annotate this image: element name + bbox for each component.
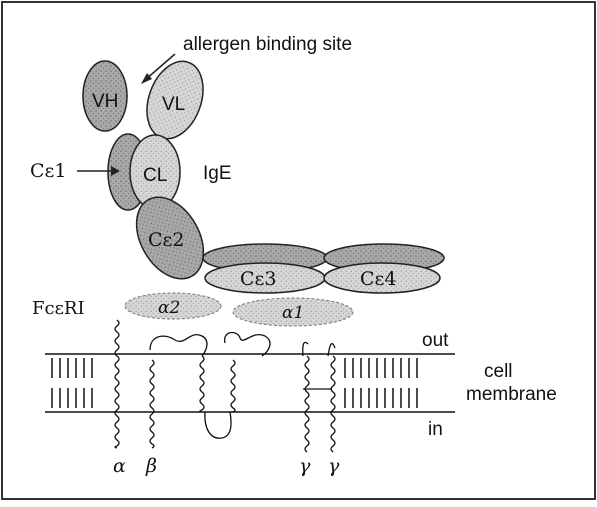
vl-label: VL [162, 94, 185, 115]
alpha-chain [115, 320, 119, 448]
cell-membrane-label-line2: membrane [466, 384, 557, 405]
alpha1-label: α1 [282, 303, 304, 323]
out-label: out [422, 330, 449, 351]
in-label: in [428, 419, 443, 440]
allergen-binding-site-label: allergen binding site [183, 34, 352, 55]
ce4-label: Cε4 [360, 268, 396, 290]
ce2-label: Cε2 [148, 229, 184, 251]
cl-label: CL [143, 165, 167, 186]
beta-loop-bottom [205, 412, 231, 438]
beta-chain-label: β [145, 455, 157, 477]
fceri-label: FcεRI [32, 298, 85, 319]
gamma-chain-label-2: γ [328, 455, 340, 477]
beta-loop-top [150, 335, 207, 356]
ce1-arrow [77, 166, 120, 176]
ce1-label: Cε1 [30, 160, 66, 182]
receptor-chains [115, 320, 335, 452]
alpha-chain-label: α [113, 455, 126, 477]
alpha2-label: α2 [158, 298, 180, 318]
beta-loop-top-2 [225, 333, 270, 356]
cell-membrane-label-line1: cell [484, 361, 513, 382]
beta-chain-second [200, 356, 204, 412]
beta-chain [150, 360, 154, 448]
beta-chain-third [231, 360, 235, 412]
gamma-chain-1 [305, 356, 309, 452]
gamma-chain-label-1: γ [299, 455, 311, 477]
cell-membrane [45, 354, 455, 412]
gamma-chain-2 [331, 356, 335, 452]
ige-label: IgE [203, 163, 232, 184]
vh-label: VH [92, 91, 118, 112]
ce3-label: Cε3 [240, 268, 276, 290]
